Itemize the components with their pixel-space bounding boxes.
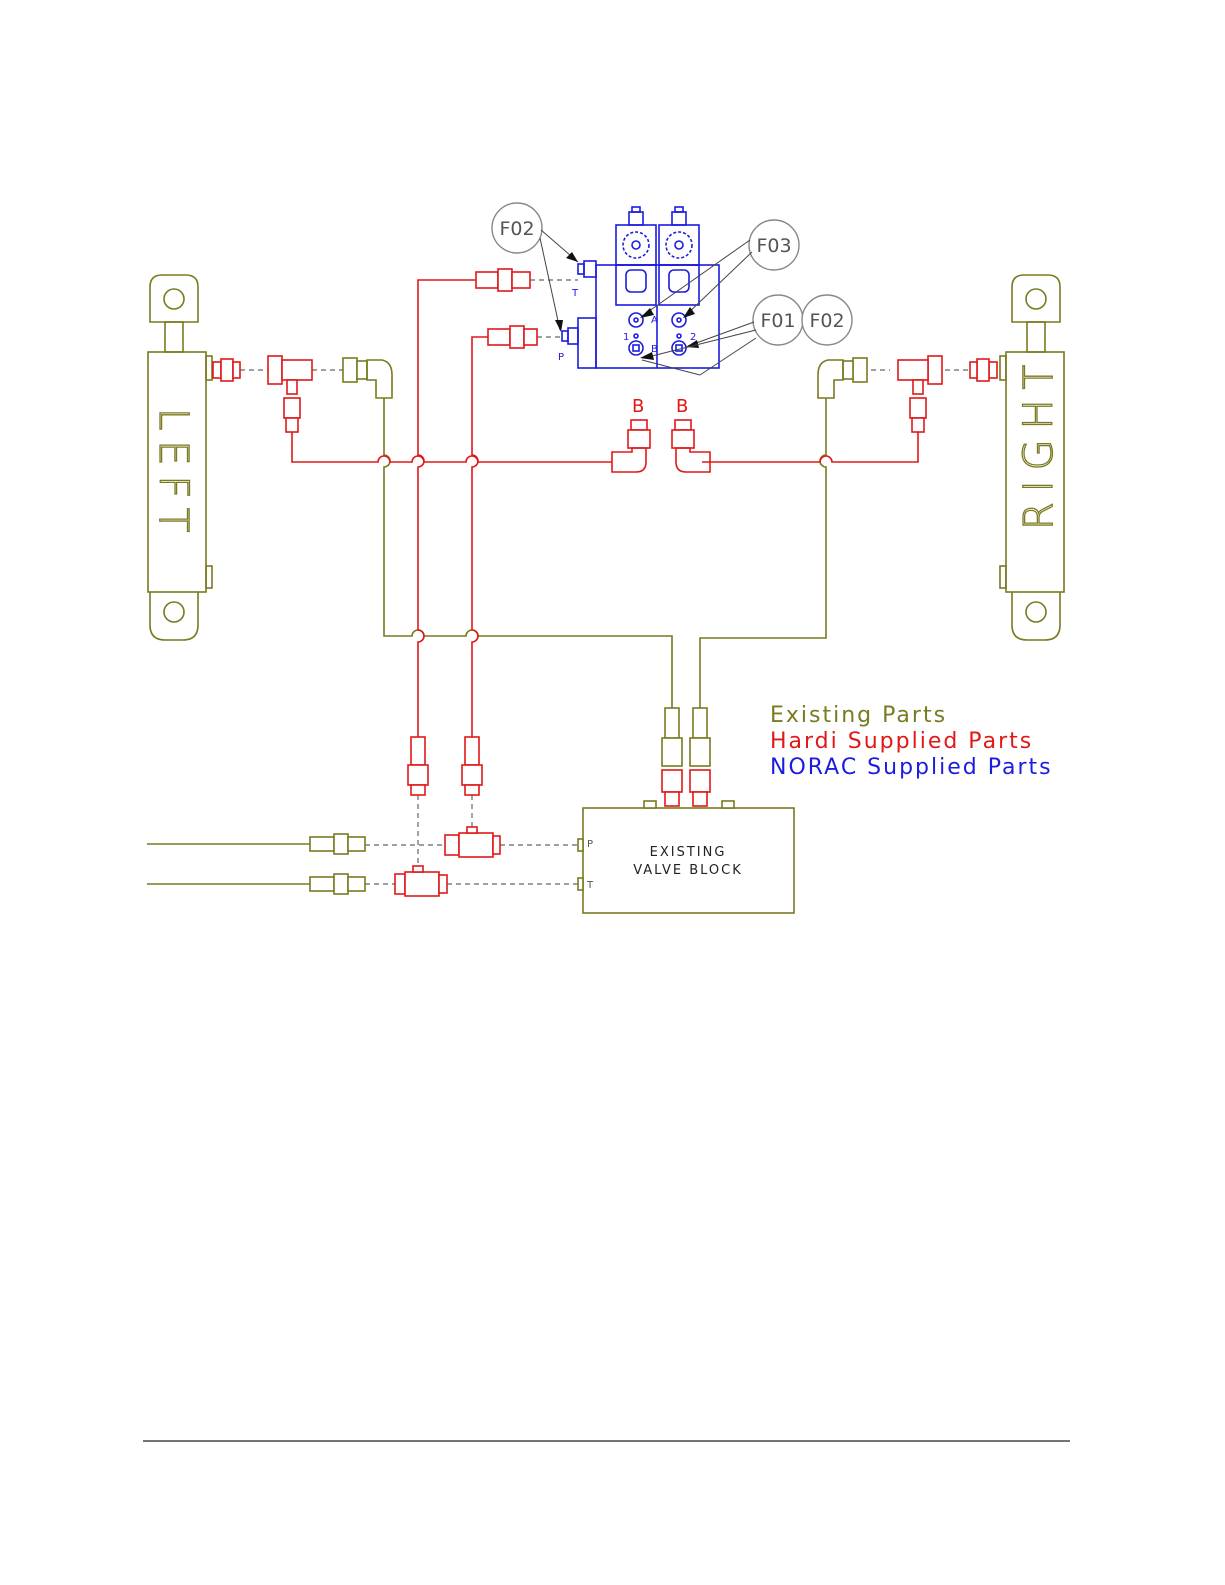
norac-port-t-label: T (571, 288, 579, 299)
legend-norac: NORAC Supplied Parts (770, 755, 1053, 780)
port-b-right-label: B (676, 396, 688, 417)
valve-block-label-line2: VALVE BLOCK (633, 863, 743, 878)
norac-port-p-label: P (558, 352, 564, 363)
norac-port-1-label: 1 (623, 332, 629, 343)
left-fittings (213, 356, 392, 432)
legend: Existing Parts Hardi Supplied Parts NORA… (770, 703, 1053, 780)
left-cylinder-label: LEFT (150, 408, 196, 542)
right-cylinder: RIGHT (1000, 275, 1064, 640)
lower-vertical-fittings (408, 708, 710, 806)
legend-hardi: Hardi Supplied Parts (770, 729, 1033, 754)
callout-f03: F03 (756, 235, 791, 257)
legend-existing: Existing Parts (770, 703, 947, 728)
supply-fittings (310, 827, 500, 896)
callout-f02-top: F02 (499, 218, 534, 240)
block-port-t-label: T (586, 880, 594, 891)
norac-hose-ends (476, 269, 537, 348)
right-cylinder-label: RIGHT (1016, 355, 1062, 530)
callout-f01: F01 (760, 310, 795, 332)
callout-f02-right: F02 (809, 310, 844, 332)
norac-port-a-label: A (651, 315, 658, 326)
b-port-elbows: B B (612, 396, 710, 472)
port-b-left-label: B (632, 396, 644, 417)
right-fittings (818, 356, 997, 432)
block-port-p-label: P (587, 839, 593, 850)
existing-valve-block: P T EXISTING VALVE BLOCK (578, 801, 794, 913)
left-cylinder: LEFT (148, 275, 212, 640)
hardi-hoses (292, 280, 918, 737)
valve-block-label-line1: EXISTING (650, 845, 727, 860)
